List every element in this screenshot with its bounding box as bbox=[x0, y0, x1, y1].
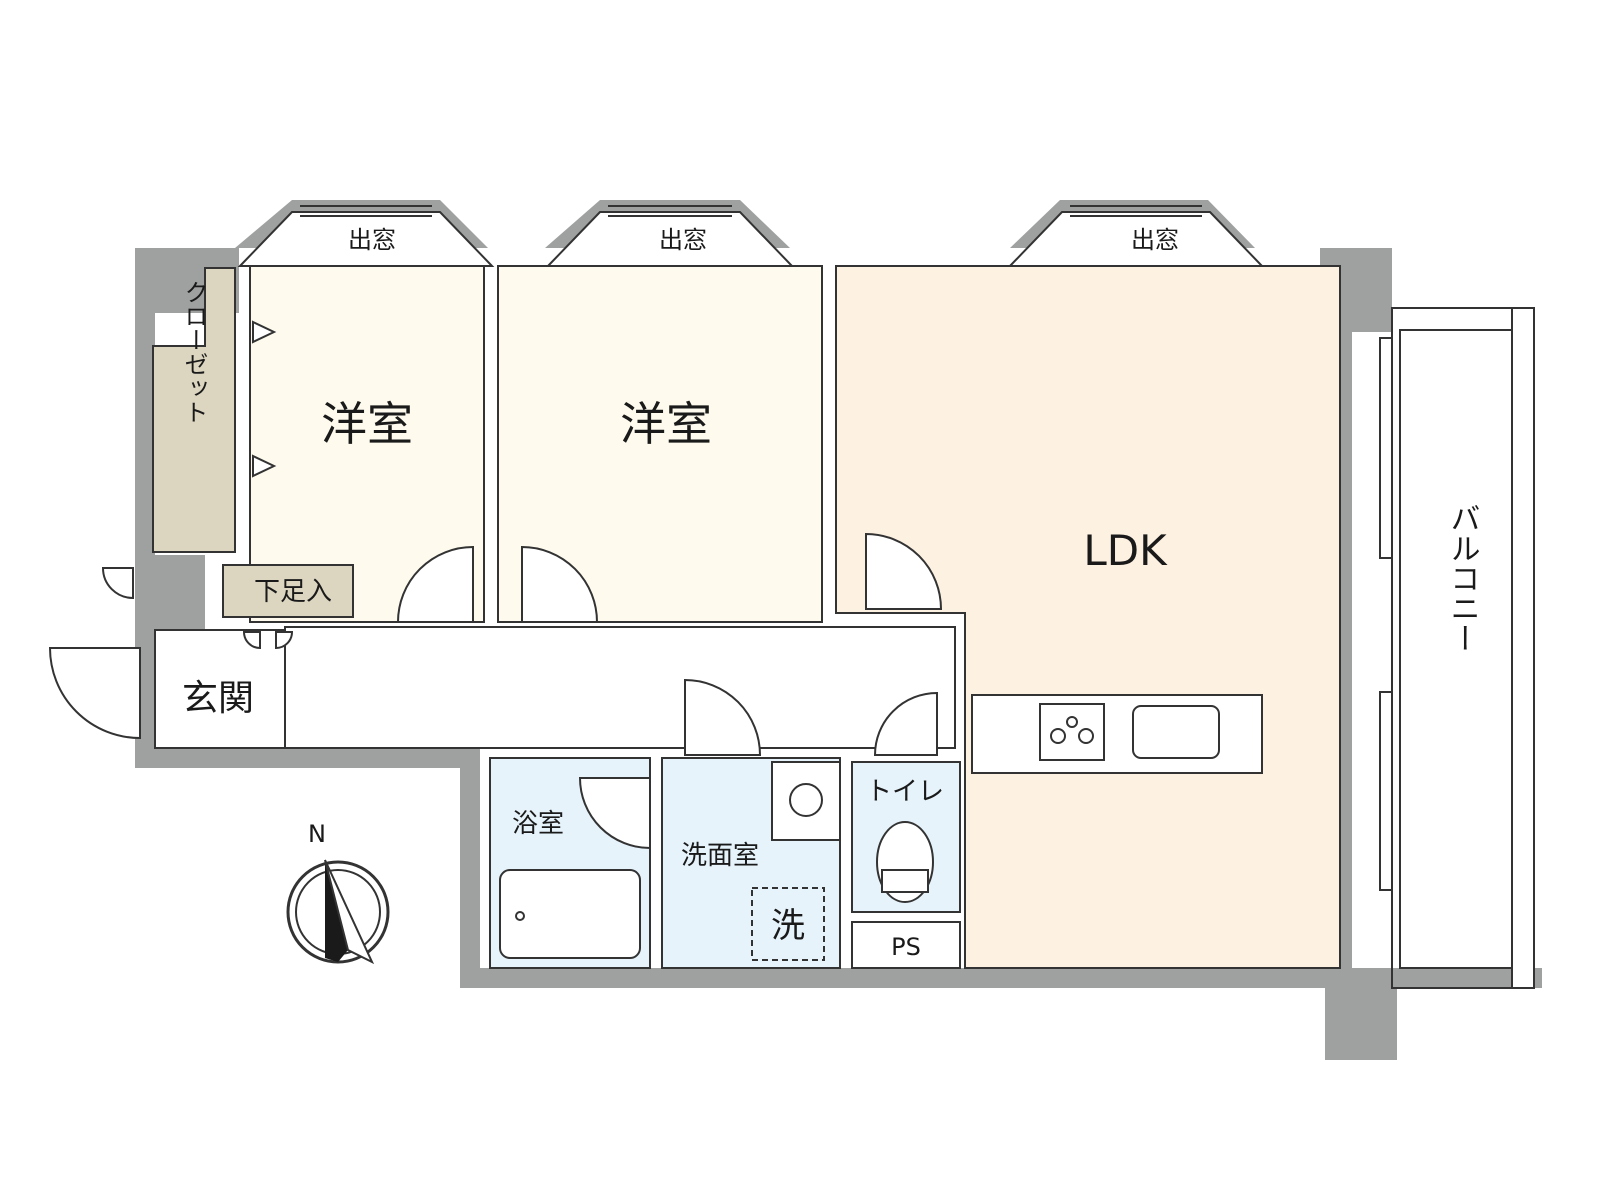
sink-icon bbox=[1132, 705, 1220, 759]
entrance-floor bbox=[154, 629, 286, 749]
bay-window-label-2: 出窓 bbox=[659, 226, 707, 254]
laundry-space bbox=[751, 887, 825, 961]
doors bbox=[48, 532, 943, 850]
washbasin-icon bbox=[771, 761, 841, 841]
laundry-label: 洗 bbox=[771, 906, 805, 946]
ldk-floor bbox=[835, 265, 1341, 969]
balcony-label: バルコニー bbox=[1445, 503, 1480, 653]
bay-window-1 bbox=[237, 205, 495, 267]
balcony-floor bbox=[1399, 329, 1513, 969]
bay-window-label-3: 出窓 bbox=[1131, 226, 1179, 254]
compass-north-label: N bbox=[308, 820, 326, 848]
balcony-windows bbox=[1379, 337, 1393, 891]
corridor-floor bbox=[284, 626, 956, 749]
closet-door-marker-2 bbox=[252, 454, 277, 478]
balcony-floor-inner bbox=[1511, 307, 1535, 989]
western-room-1-label: 洋室 bbox=[321, 397, 413, 451]
toilet-icon bbox=[876, 821, 934, 903]
shoe-storage-floor bbox=[222, 564, 354, 618]
kitchen-counter bbox=[971, 694, 1263, 774]
washroom-label: 洗面室 bbox=[681, 841, 759, 871]
ldk-label: LDK bbox=[1083, 526, 1168, 575]
bay-window-3 bbox=[1007, 205, 1265, 267]
bathroom-label: 浴室 bbox=[512, 809, 564, 839]
pipe-space-floor bbox=[851, 921, 961, 969]
bay-window-label-1: 出窓 bbox=[348, 226, 396, 254]
pipe-space-label: PS bbox=[891, 933, 921, 961]
closet-label: クローゼット bbox=[180, 280, 208, 424]
western-room-2-label: 洋室 bbox=[620, 397, 712, 451]
entrance-label: 玄関 bbox=[182, 678, 254, 719]
bathtub-icon bbox=[499, 869, 641, 959]
toilet-label: トイレ bbox=[866, 777, 944, 807]
stove-icon bbox=[1039, 703, 1105, 761]
shoe-storage-label: 下足入 bbox=[254, 577, 332, 607]
closet-door-marker-1 bbox=[252, 320, 277, 344]
bay-window-2 bbox=[545, 205, 795, 267]
closet-floor bbox=[152, 267, 236, 553]
compass-north-icon bbox=[286, 859, 390, 965]
